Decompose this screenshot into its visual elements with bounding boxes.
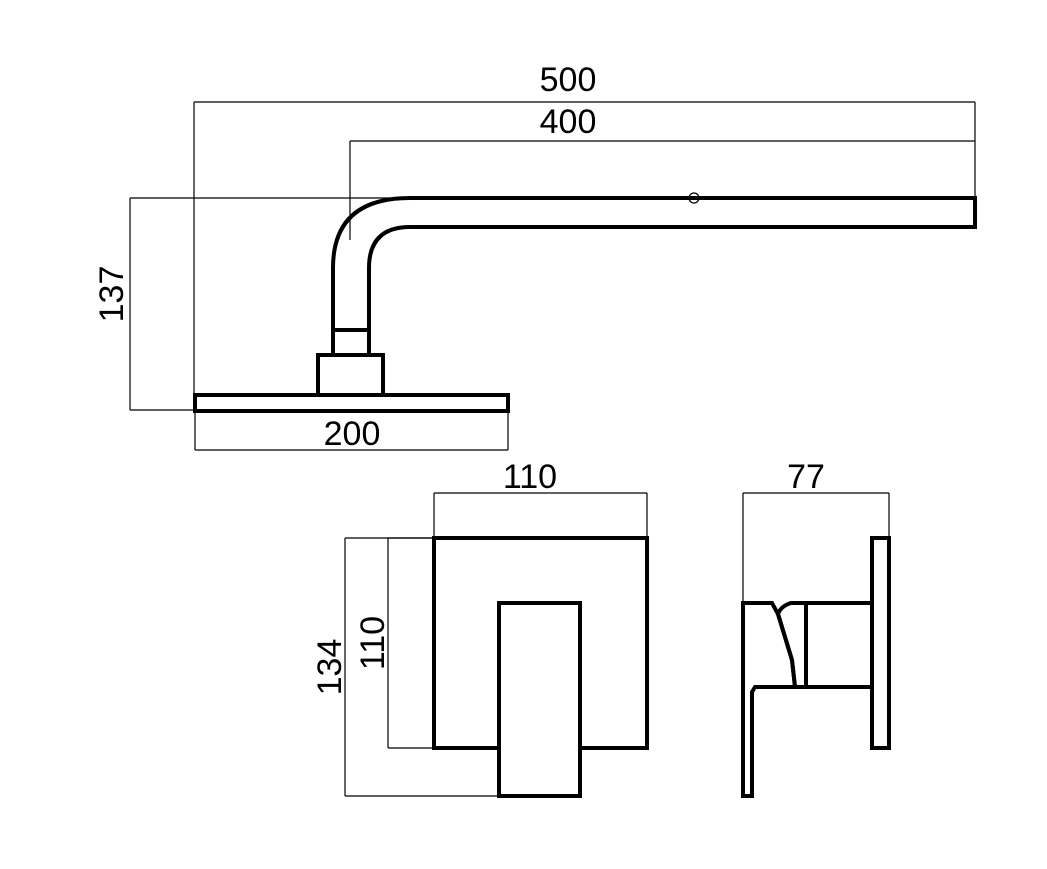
dimension-137: 137 (93, 197, 410, 411)
head-mount-block (316, 353, 385, 397)
mixer-wall-plate (870, 536, 891, 750)
dimension-label-110-height: 110 (354, 616, 392, 670)
mixer-front-view (432, 536, 649, 798)
arm-marker (688, 192, 700, 204)
dimension-label-110-width: 110 (503, 458, 557, 496)
mixer-body-side (804, 601, 872, 689)
dimension-134: 134 (311, 537, 499, 797)
dimension-200: 200 (194, 411, 509, 453)
shower-arm-view (193, 192, 977, 413)
shower-head (193, 393, 510, 413)
mixer-side-view (741, 536, 891, 798)
dimension-label-200: 200 (324, 415, 381, 453)
dimension-label-134: 134 (311, 639, 349, 696)
mixer-handle-side (741, 601, 797, 798)
dimension-label-137: 137 (93, 266, 131, 323)
mixer-plate (432, 536, 649, 750)
arm-connector (331, 328, 371, 357)
dimension-77: 77 (742, 458, 890, 603)
dimension-110-width: 110 (433, 458, 648, 538)
dimension-label-500: 500 (540, 61, 597, 99)
shower-arm (331, 196, 977, 330)
dimension-400: 400 (349, 103, 975, 240)
dimension-110-height: 110 (354, 537, 434, 749)
dimension-label-77: 77 (787, 458, 825, 496)
mixer-handle-front (497, 601, 582, 798)
dimension-label-400: 400 (540, 103, 597, 141)
dimension-500: 500 (193, 61, 976, 410)
